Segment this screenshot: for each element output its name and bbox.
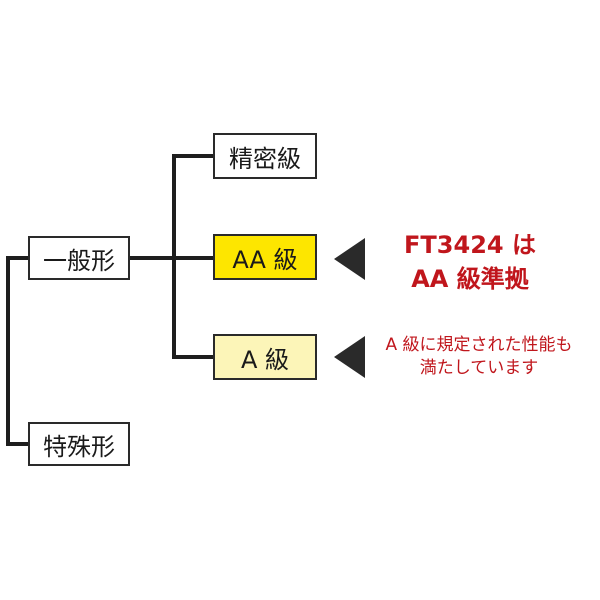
a-grade-box: A 級: [213, 334, 317, 380]
general-type-label: 一般形: [43, 246, 115, 275]
general-type-box: 一般形: [28, 236, 130, 280]
aa-note-line2: AA 級準拠: [411, 265, 529, 293]
a-performance-note: A 級に規定された性能も 満たしています: [366, 334, 592, 380]
general-to-branch-line: [127, 256, 214, 260]
trunk-vertical-line: [6, 256, 10, 445]
branch-vertical-line: [172, 154, 176, 359]
aa-note-line1: FT3424 は: [404, 231, 536, 259]
aa-compliance-note: FT3424 は AA 級準拠: [370, 228, 570, 296]
special-type-box: 特殊形: [28, 422, 130, 466]
aa-grade-box: AA 級: [213, 234, 317, 280]
a-note-line2: 満たしています: [419, 358, 539, 378]
trunk-to-special-line: [6, 442, 30, 446]
trunk-to-general-line: [6, 256, 30, 260]
a-note-line1: A 級に規定された性能も: [385, 335, 573, 355]
a-pointer-arrow-icon: [334, 336, 365, 378]
aa-pointer-arrow-icon: [334, 238, 365, 280]
precision-grade-box: 精密級: [213, 133, 317, 179]
a-grade-label: A 級: [240, 345, 290, 374]
special-type-label: 特殊形: [43, 432, 115, 461]
branch-to-a-line: [172, 355, 214, 359]
aa-grade-label: AA 級: [232, 245, 298, 274]
branch-to-precision-line: [172, 154, 214, 158]
precision-grade-label: 精密級: [229, 144, 301, 173]
